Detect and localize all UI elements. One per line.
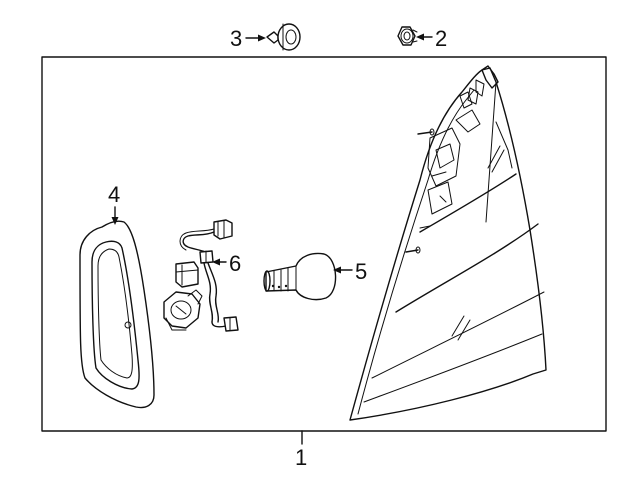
part-2-nut[interactable] bbox=[397, 26, 418, 46]
callout-4-number: 4 bbox=[108, 182, 120, 207]
part-5-bulb[interactable] bbox=[263, 252, 337, 301]
assembly-frame bbox=[41, 56, 607, 432]
callout-2-number: 2 bbox=[435, 26, 447, 51]
callout-1-number: 1 bbox=[295, 445, 307, 470]
part-4-gasket[interactable] bbox=[79, 220, 155, 409]
callout-3: 3 bbox=[230, 26, 266, 51]
callout-5: 5 bbox=[333, 259, 367, 284]
callout-5-number: 5 bbox=[355, 259, 367, 284]
callout-3-number: 3 bbox=[230, 26, 242, 51]
part-6-wiring-harness[interactable] bbox=[163, 219, 239, 332]
callout-6: 6 bbox=[212, 251, 241, 276]
callout-4: 4 bbox=[108, 182, 120, 225]
callout-2: 2 bbox=[416, 26, 447, 51]
part-1-tail-lamp-assembly[interactable] bbox=[349, 65, 547, 421]
callout-6-number: 6 bbox=[229, 251, 241, 276]
part-3-clip[interactable] bbox=[266, 23, 301, 51]
callout-1: 1 bbox=[295, 430, 307, 470]
